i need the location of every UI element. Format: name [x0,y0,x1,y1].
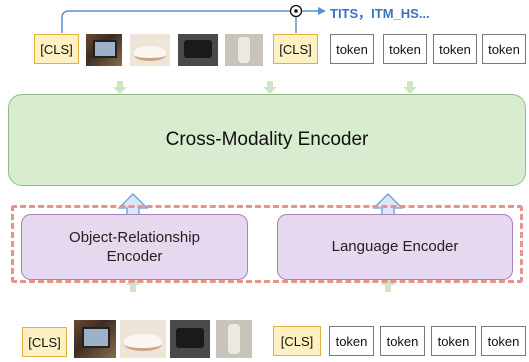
green-up-arrows-top [113,81,417,94]
image-region-vase-top [225,34,263,66]
output-line [61,10,290,33]
bottom-text-token: token [380,326,425,356]
image-region-phone-top [178,34,218,66]
image-region-laptop-top [86,34,122,66]
image-region-cake-top [130,34,170,66]
output-label: TITS，ITM_HS... [330,6,430,21]
bottom-text-token: token [431,326,476,356]
top-cls-token: [CLS] [34,34,79,64]
bottom-cls-token-text: [CLS] [273,326,321,356]
top-text-token: token [330,34,374,64]
bottom-text-token: token [329,326,374,356]
bottom-text-token: token [481,326,526,356]
single-modality-encoders-group [11,205,523,283]
image-region-cake-bottom [120,320,166,358]
top-text-token: token [433,34,477,64]
image-region-phone-bottom [170,320,210,358]
object-relationship-encoder: Object-Relationship Encoder [21,214,248,280]
cross-modality-encoder: Cross-Modality Encoder [8,94,526,186]
image-region-laptop-bottom [74,320,116,358]
object-encoder-line2: Encoder [106,248,163,265]
bottom-cls-token: [CLS] [22,327,67,357]
top-text-token: token [383,34,427,64]
image-region-vase-bottom [216,320,252,358]
top-cls-token-text: [CLS] [273,34,318,64]
top-text-token: token [482,34,526,64]
green-up-arrows-bottom [126,275,395,292]
language-encoder: Language Encoder [277,214,513,280]
object-encoder-line1: Object-Relationship [69,228,200,246]
